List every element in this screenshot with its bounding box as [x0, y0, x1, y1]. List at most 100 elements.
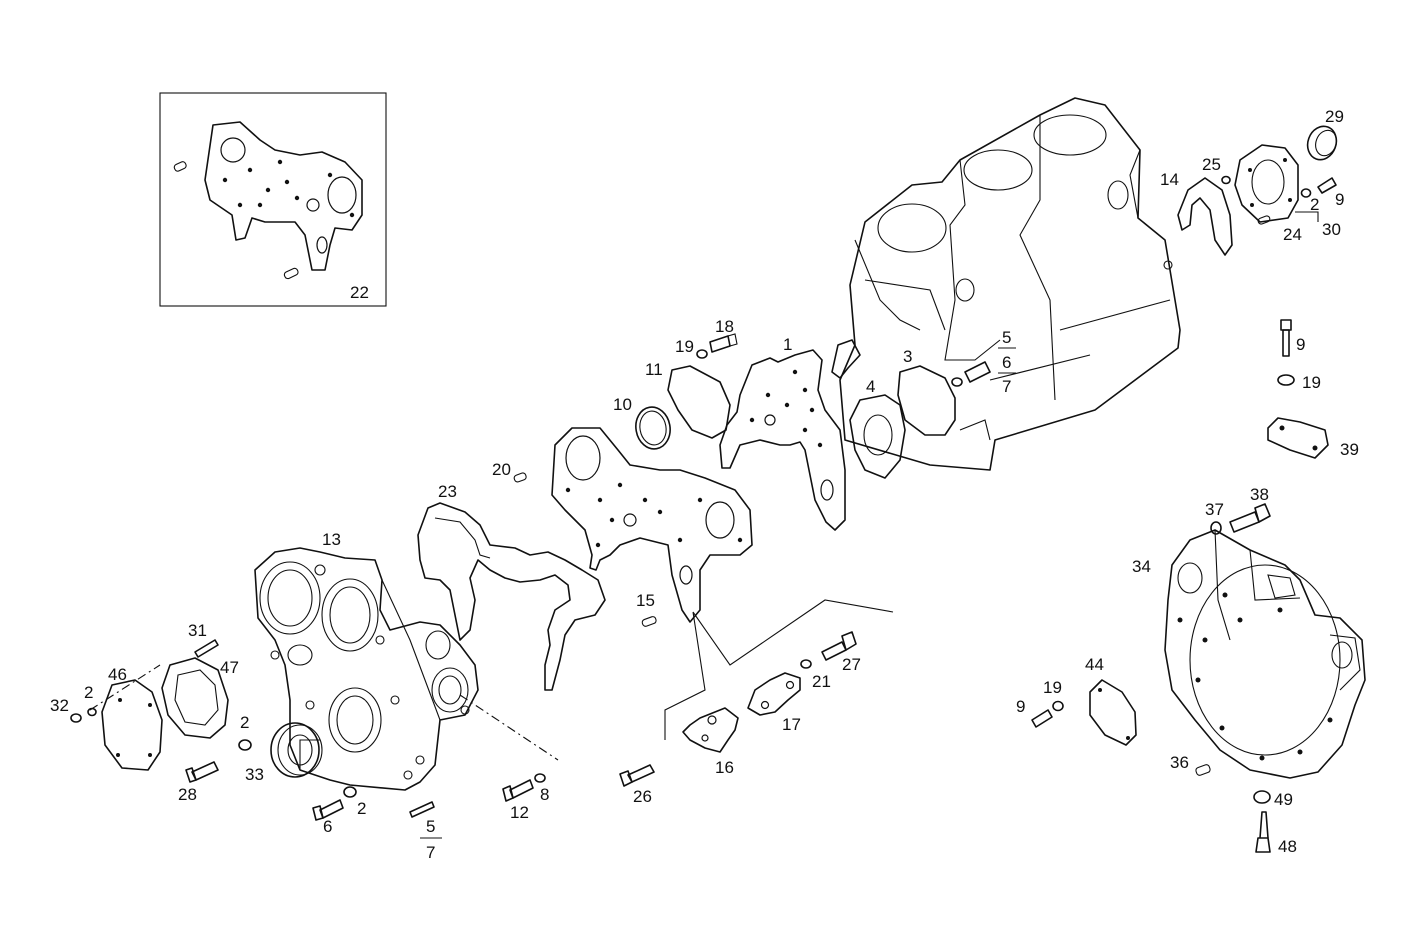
label-2b: 2	[240, 713, 249, 732]
nut-32	[70, 713, 82, 723]
label-44: 44	[1085, 655, 1104, 674]
label-21: 21	[812, 672, 831, 691]
bolt-26	[619, 764, 655, 787]
label-22: 22	[350, 283, 369, 302]
label-6b: 6	[323, 817, 332, 836]
bolt-9c	[1031, 700, 1064, 728]
label-34: 34	[1132, 557, 1151, 576]
bolt-18	[709, 333, 738, 353]
inset-frame	[159, 92, 387, 307]
label-12: 12	[510, 803, 529, 822]
label-30: 30	[1322, 220, 1341, 239]
label-9b: 9	[1296, 335, 1305, 354]
label-36: 36	[1170, 753, 1189, 772]
label-37: 37	[1205, 500, 1224, 519]
gasket-14	[1177, 177, 1233, 256]
label-46: 46	[108, 665, 127, 684]
bracket-30	[1295, 211, 1319, 222]
bolt-9b	[1280, 319, 1292, 357]
engine-block	[839, 97, 1181, 471]
label-4: 4	[866, 377, 875, 396]
label-20: 20	[492, 460, 511, 479]
washer-2b	[238, 739, 252, 751]
bolt-38	[1229, 503, 1271, 533]
inset-bolt-holes	[222, 159, 355, 218]
seal-33	[270, 722, 323, 778]
leader-lines-center	[664, 599, 894, 740]
label-19c: 19	[1043, 678, 1062, 697]
bracket-17	[747, 672, 801, 716]
washer-25	[1221, 175, 1231, 185]
gasket-47	[161, 657, 229, 739]
label-8: 8	[540, 785, 549, 804]
seal-housing	[1234, 144, 1299, 223]
dowel-24	[1257, 215, 1271, 225]
label-25: 25	[1202, 155, 1221, 174]
washer-49	[1253, 790, 1271, 804]
label-49: 49	[1274, 790, 1293, 809]
stud-5-7	[409, 801, 435, 818]
label-39: 39	[1340, 440, 1359, 459]
washer-19a	[696, 349, 708, 359]
label-26: 26	[633, 787, 652, 806]
label-19b: 19	[1302, 373, 1321, 392]
washer-37	[1210, 521, 1222, 535]
label-19a: 19	[675, 337, 694, 356]
inset-box-22	[159, 92, 387, 307]
label-47: 47	[220, 658, 239, 677]
centerline	[459, 694, 559, 761]
label-38: 38	[1250, 485, 1269, 504]
label-33: 33	[245, 765, 264, 784]
label-3: 3	[903, 347, 912, 366]
label-29: 29	[1325, 107, 1344, 126]
bolt-6	[312, 799, 344, 821]
label-13: 13	[322, 530, 341, 549]
label-31: 31	[188, 621, 207, 640]
dowel-20	[513, 472, 527, 483]
bolt-27	[821, 631, 857, 661]
washer-21	[800, 659, 812, 669]
bracket-16	[682, 707, 739, 753]
label-48: 48	[1278, 837, 1297, 856]
label-23: 23	[438, 482, 457, 501]
label-6a: 6	[1002, 353, 1011, 372]
dowel-15	[641, 616, 657, 627]
label-28: 28	[178, 785, 197, 804]
washer-8	[534, 773, 546, 783]
block-bracket	[831, 339, 861, 379]
cover-11	[667, 365, 731, 439]
bolt-9a	[1300, 177, 1337, 198]
flywheel-housing-holes	[1177, 592, 1333, 761]
timing-case-13	[254, 547, 479, 791]
label-9a: 9	[1335, 190, 1344, 209]
label-5b: 5	[426, 817, 435, 836]
label-5a: 5	[1002, 328, 1011, 347]
dowel-36	[1195, 764, 1211, 776]
label-27: 27	[842, 655, 861, 674]
label-9c: 9	[1016, 697, 1025, 716]
label-18: 18	[715, 317, 734, 336]
gasket-4	[849, 394, 906, 479]
label-32: 32	[50, 696, 69, 715]
cover-46	[101, 679, 163, 771]
label-1: 1	[783, 335, 792, 354]
part-labels: 1 3 4 5 6 7 9 9 9 10 11 12 8 13 14 15 16…	[50, 107, 1359, 862]
label-2a: 2	[84, 683, 93, 702]
cover-3	[897, 365, 956, 436]
washer-2c	[343, 786, 357, 798]
bolt-28	[185, 761, 219, 783]
label-15: 15	[636, 591, 655, 610]
label-17: 17	[782, 715, 801, 734]
cover-44	[1089, 679, 1137, 746]
inset-plate	[204, 121, 363, 271]
o-ring-10	[635, 406, 671, 450]
front-plate	[551, 427, 753, 623]
label-2d: 2	[1310, 195, 1319, 214]
label-2c: 2	[357, 799, 366, 818]
label-16: 16	[715, 758, 734, 777]
centerline-left	[89, 664, 161, 711]
plate-1	[719, 349, 846, 531]
label-7b: 7	[426, 843, 435, 862]
